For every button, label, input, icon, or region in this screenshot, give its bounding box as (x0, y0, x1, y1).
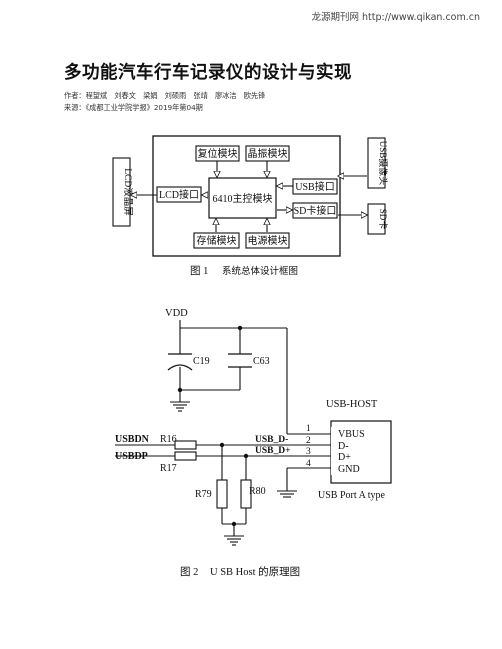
usb-connector-pins (331, 427, 344, 475)
resistor-r80 (240, 479, 252, 509)
block-reset-label: 复位模块 (198, 147, 238, 160)
article-authors: 作者：程望斌 刘春文 梁娟 刘硕雨 张靖 廖冰洁 欧先锋 (64, 91, 266, 100)
article-source: 来源：《成都工业学院学报》2019年第04期 (64, 103, 203, 112)
block-storage-label: 存储模块 (197, 234, 237, 247)
resistor-r79 (216, 479, 228, 509)
vdd-label: VDD (165, 308, 188, 319)
pin2-label: 2 (306, 436, 311, 446)
ground-symbol-usb (277, 490, 297, 498)
usb-host-schematic: VDD C19 C63 USB-HOST USBDN USBDP R16 R17… (115, 308, 392, 546)
block-storage (193, 232, 240, 249)
article-title: 多功能汽车行车记录仪的设计与实现 (64, 63, 352, 83)
r16-label: R16 (160, 434, 177, 445)
block-lcd-interface-label: LCD接口 (159, 188, 199, 201)
block-main (208, 177, 277, 219)
c19-label: C19 (193, 356, 210, 367)
figure2-caption-number: 图 2 (180, 566, 198, 578)
block-lcd-screen-label: LCD液晶屏 (122, 168, 134, 216)
resistor-r17 (174, 451, 197, 461)
block-lcd-screen (112, 157, 131, 227)
capacitor-c63 (228, 353, 252, 368)
vbus-label: VBUS (338, 429, 365, 440)
pin4-label: 4 (306, 459, 311, 469)
pin3-label: 3 (306, 447, 311, 457)
r17-label: R17 (160, 463, 177, 474)
usbdp-label: USBDP (115, 451, 148, 462)
pin1-label: 1 (306, 424, 311, 434)
block-sd-interface (292, 202, 338, 219)
block-sd-card (367, 203, 386, 235)
block-power-label: 电源模块 (248, 234, 288, 247)
gnd-label: GND (338, 464, 360, 475)
usb-d-minus-net: USB_D- (255, 435, 288, 445)
ground-symbol-resistors (224, 535, 244, 546)
r79-label: R79 (195, 489, 212, 500)
block-arrows (131, 161, 367, 232)
capacitor-c19 (167, 353, 193, 371)
c63-label: C63 (253, 356, 270, 367)
block-usb-interface-label: USB接口 (295, 180, 334, 193)
system-boundary (152, 135, 341, 257)
d-minus-label: D- (338, 441, 349, 452)
block-crystal-label: 晶振模块 (248, 147, 288, 160)
usbdn-label: USBDN (115, 434, 150, 445)
d-plus-label: D+ (338, 452, 351, 463)
block-sd-card-label: SD卡 (378, 209, 389, 230)
figure2-caption-text: U SB Host 的原理图 (210, 565, 300, 578)
figure1-caption-number: 图 1 (190, 265, 208, 277)
block-usb-camera (367, 137, 386, 189)
junction-dots (177, 325, 249, 527)
r80-label: R80 (249, 486, 266, 497)
resistor-r16 (174, 440, 197, 450)
block-main-label: 6410主控模块 (213, 192, 273, 205)
source-link[interactable]: 龙源期刊网 http://www.qikan.com.cn (311, 12, 481, 23)
block-sd-interface-label: SD卡接口 (294, 204, 337, 217)
block-power (245, 232, 290, 249)
figure1-caption-text: 系统总体设计框图 (222, 265, 298, 277)
usb-d-plus-net: USB_D+ (255, 446, 291, 456)
block-diagram: 6410主控模块 复位模块 晶振模块 存储模块 电源模块 USB接口 SD卡接口… (112, 135, 389, 257)
usb-host-label: USB-HOST (326, 399, 378, 410)
ground-symbol-caps (170, 401, 190, 412)
port-type-label: USB Port A type (318, 490, 386, 501)
block-usb-camera-label: USB摄像头 (378, 141, 389, 186)
